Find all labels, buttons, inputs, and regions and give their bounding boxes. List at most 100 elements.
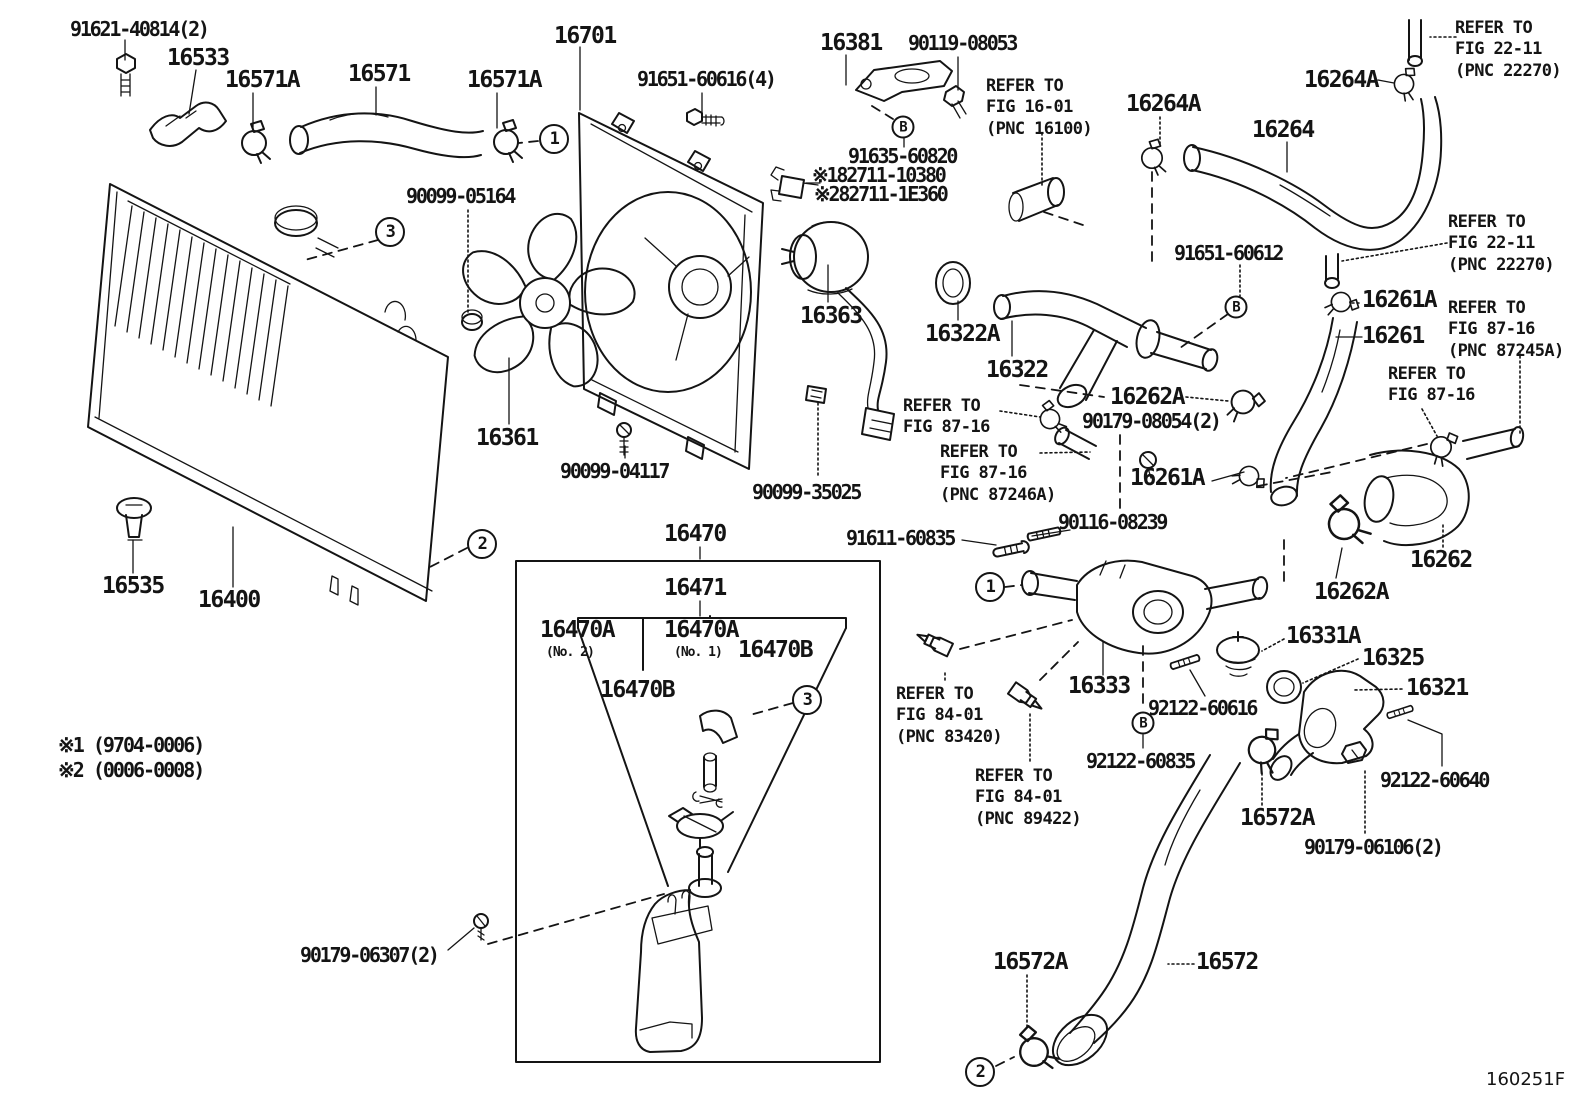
part-number-label: ※182711-10380: [812, 163, 947, 187]
tank-cap-drawing: [668, 807, 734, 848]
fan-16361-drawing: [462, 213, 636, 388]
water-bypass-pipe-drawing: [1008, 177, 1065, 222]
refer-note: REFER TO FIG 16-01 (PNC 16100): [986, 76, 1093, 139]
tank-hoses-16470b-drawing: [692, 709, 738, 808]
part-number-label: 91621-40814(2): [70, 17, 210, 41]
radiator-16400-drawing: [87, 183, 449, 606]
part-number-label: 16470A: [540, 617, 616, 643]
part-number-label: 16325: [1362, 645, 1425, 671]
part-number-label: 90099-35025: [752, 480, 862, 504]
bolt-91651-60616-drawing: [686, 108, 725, 127]
callout-marker-b: B: [891, 115, 915, 139]
bracket-16381-drawing: [855, 60, 953, 102]
part-number-label: 16262A: [1314, 579, 1390, 605]
hose-16262-drawing: [1363, 449, 1470, 546]
refer-note: REFER TO FIG 84-01 (PNC 89422): [975, 766, 1082, 829]
callout-marker-2: 2: [467, 529, 497, 559]
heater-pipe-right-drawing: [1462, 426, 1525, 460]
part-number-label: 16533: [167, 45, 230, 71]
part-number-label: 16572A: [1240, 805, 1316, 831]
hose-16264-drawing: [1183, 96, 1443, 251]
part-number-label: 90179-06106(2): [1304, 835, 1444, 859]
part-number-label: 16535: [102, 573, 165, 599]
leader-lines: [124, 36, 1521, 1031]
clip-90179-06106-drawing: [1341, 741, 1367, 764]
thermostat-16331a-drawing: [1216, 631, 1260, 677]
refer-note: REFER TO FIG 22-11 (PNC 22270): [1455, 18, 1562, 81]
part-number-label: 92122-60835: [1086, 749, 1196, 773]
footnote-2: ※2 (0006-0008): [58, 758, 205, 782]
part-number-label: 16381: [820, 30, 883, 56]
callout-marker-3: 3: [792, 685, 822, 715]
part-number-label: 16470B: [600, 677, 676, 703]
callout-marker-1: 1: [539, 124, 569, 154]
part-number-label: 16264A: [1304, 67, 1380, 93]
part-number-label: (No. 2): [546, 645, 595, 660]
part-number-label: 16261A: [1130, 465, 1206, 491]
part-number-label: 16321: [1406, 675, 1469, 701]
callout-marker-b: B: [1224, 295, 1248, 319]
part-number-label: 16701: [554, 23, 617, 49]
reserve-tank-box-16470-drawing: [515, 560, 881, 1063]
part-number-label: 16571A: [225, 67, 301, 93]
refer-note: REFER TO FIG 87-16: [903, 396, 990, 438]
part-number-label: 16261A: [1362, 287, 1438, 313]
part-number-label: 91651-60616(4): [637, 67, 777, 91]
assembly-dash-lines: [304, 105, 1428, 1067]
plate-code: 160251F: [1486, 1069, 1566, 1090]
part-number-label: 16322: [986, 357, 1049, 383]
o-ring-16322a-drawing: [935, 261, 971, 305]
part-number-label: 16264A: [1126, 91, 1202, 117]
part-number-label: 16361: [476, 425, 539, 451]
callout-marker-3: 3: [375, 217, 405, 247]
heater-pipe-top-drawing: [1407, 19, 1423, 67]
callout-marker-1: 1: [975, 572, 1005, 602]
heater-hose-87246a-drawing: [1054, 426, 1097, 460]
part-number-label: 16471: [664, 575, 727, 601]
part-number-label: 16400: [198, 587, 261, 613]
fan-motor-16363-drawing: [781, 221, 895, 441]
thermostat-housing-16333-drawing: [1021, 559, 1269, 655]
part-number-label: 90116-08239: [1058, 510, 1168, 534]
part-number-label: 16262A: [1110, 384, 1186, 410]
refer-note: REFER TO FIG 87-16 (PNC 87246A): [940, 442, 1056, 505]
part-number-label: 90179-06307(2): [300, 943, 440, 967]
part-number-label: 16470A: [664, 617, 740, 643]
refer-note: REFER TO FIG 87-16 (PNC 87245A): [1448, 298, 1564, 361]
part-number-label: (No. 1): [674, 645, 723, 660]
water-outlet-16322-drawing: [993, 290, 1219, 409]
clip-90099-35025-drawing: [805, 385, 827, 404]
part-number-label: 16470B: [738, 637, 814, 663]
part-number-label: 90099-04117: [560, 459, 670, 483]
drain-plug-16535-drawing: [116, 497, 152, 541]
part-number-label: 16470: [664, 521, 727, 547]
part-number-label: 90099-05164: [406, 184, 516, 208]
part-number-label: 16333: [1068, 673, 1131, 699]
part-number-label: 16262: [1410, 547, 1473, 573]
part-number-label: 92122-60640: [1380, 768, 1490, 792]
heater-pipe-mid-drawing: [1324, 253, 1340, 289]
part-number-label: 16572A: [993, 949, 1069, 975]
water-inlet-16321-drawing: [1269, 669, 1385, 781]
part-number-label: 16571A: [467, 67, 543, 93]
callout-marker-2: 2: [965, 1057, 995, 1087]
part-number-label: 16363: [800, 303, 863, 329]
stud-91611-60835-drawing: [992, 540, 1030, 558]
bolt-90119-08053-drawing: [943, 85, 967, 119]
part-number-label: 16571: [348, 61, 411, 87]
part-number-label: 16322A: [925, 321, 1001, 347]
fan-shroud-16701-drawing: [578, 112, 764, 470]
callout-marker-b: B: [1131, 711, 1155, 735]
upper-hose-16571-drawing: [289, 112, 484, 159]
footnote-1: ※1 (9704-0006): [58, 733, 205, 757]
refer-note: REFER TO FIG 84-01 (PNC 83420): [896, 684, 1003, 747]
part-number-label: 16331A: [1286, 623, 1362, 649]
part-number-label: 16264: [1252, 117, 1315, 143]
refer-note: REFER TO FIG 22-11 (PNC 22270): [1448, 212, 1555, 275]
grommet-90099-05164-drawing: [461, 309, 483, 331]
part-number-label: 90119-08053: [908, 31, 1018, 55]
part-number-label: 90179-08054(2): [1082, 409, 1222, 433]
